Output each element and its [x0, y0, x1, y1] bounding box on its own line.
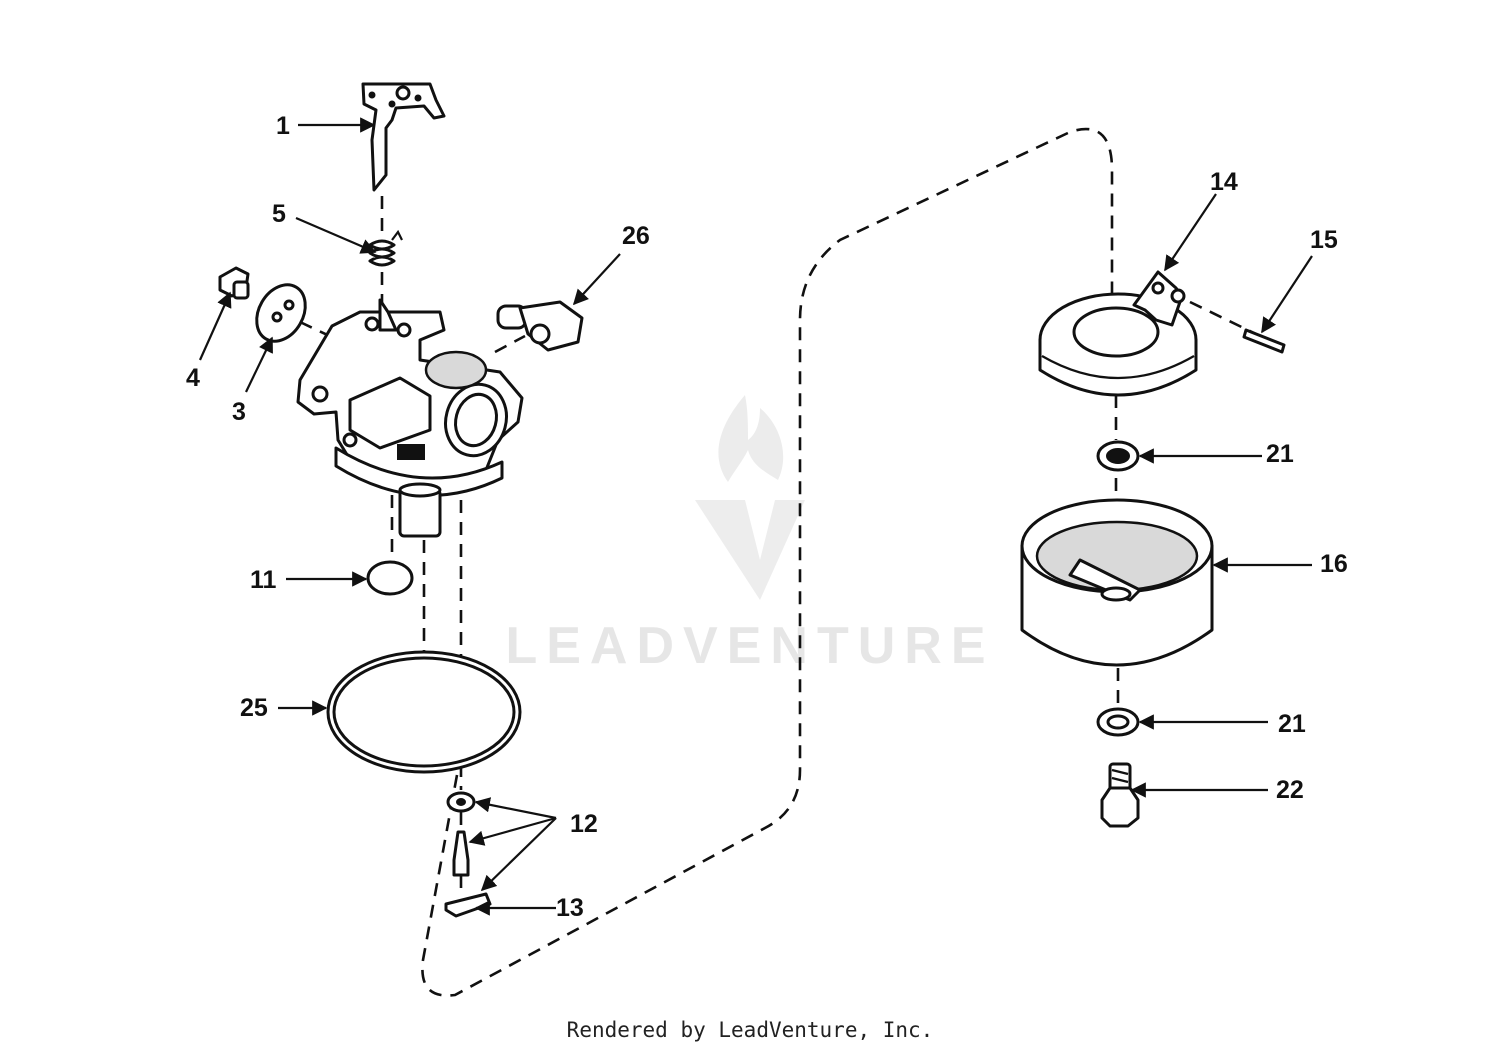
callout-numbers: 1 5 4 3 26 11 25 12 13 14 15 21 16 21 22 [186, 112, 1348, 922]
throttle-shaft-part [361, 82, 446, 192]
throttle-screw-part [218, 266, 250, 300]
assembly-connector-line [421, 127, 1114, 997]
bowl-gasket-part [326, 650, 522, 774]
lower-bowl-washer-part [1096, 707, 1140, 737]
callout-3: 3 [232, 398, 246, 426]
callout-21-upper: 21 [1266, 440, 1294, 468]
callout-26: 26 [622, 222, 650, 250]
left-assembly-guides [299, 196, 526, 895]
watermark-text: LEADVENTURE [505, 617, 994, 675]
footer-credit: Rendered by LeadVenture, Inc. [566, 1018, 934, 1042]
fuel-inlet-fitting-part [496, 300, 584, 352]
callout-1: 1 [276, 112, 290, 140]
callout-25: 25 [240, 694, 268, 722]
leader-lines [198, 117, 1313, 916]
float-bowl-part [1020, 498, 1214, 667]
needle-clip-part [444, 892, 492, 918]
callout-11: 11 [250, 566, 277, 594]
flame-logo-icon [718, 395, 784, 482]
float-hinge-pin-part [1242, 328, 1286, 354]
callout-21-lower: 21 [1278, 710, 1306, 738]
v-logo-icon [695, 500, 805, 600]
welch-plug-part [366, 560, 414, 596]
throttle-spring-part [368, 229, 403, 267]
leadventure-watermark: LEADVENTURE [505, 395, 994, 675]
carburetor-body-part [296, 298, 524, 538]
callout-4: 4 [186, 364, 200, 392]
needle-and-seat-part [446, 791, 476, 877]
throttle-plate-part [255, 283, 307, 343]
callout-13: 13 [556, 894, 584, 922]
callout-14: 14 [1210, 168, 1238, 196]
callout-5: 5 [272, 200, 286, 228]
callout-22: 22 [1276, 776, 1304, 804]
callout-16: 16 [1320, 550, 1348, 578]
callout-12: 12 [570, 810, 598, 838]
upper-bowl-washer-part [1096, 440, 1140, 472]
float-part [1038, 270, 1198, 397]
bowl-nut-part [1100, 762, 1140, 828]
callout-15: 15 [1310, 226, 1338, 254]
